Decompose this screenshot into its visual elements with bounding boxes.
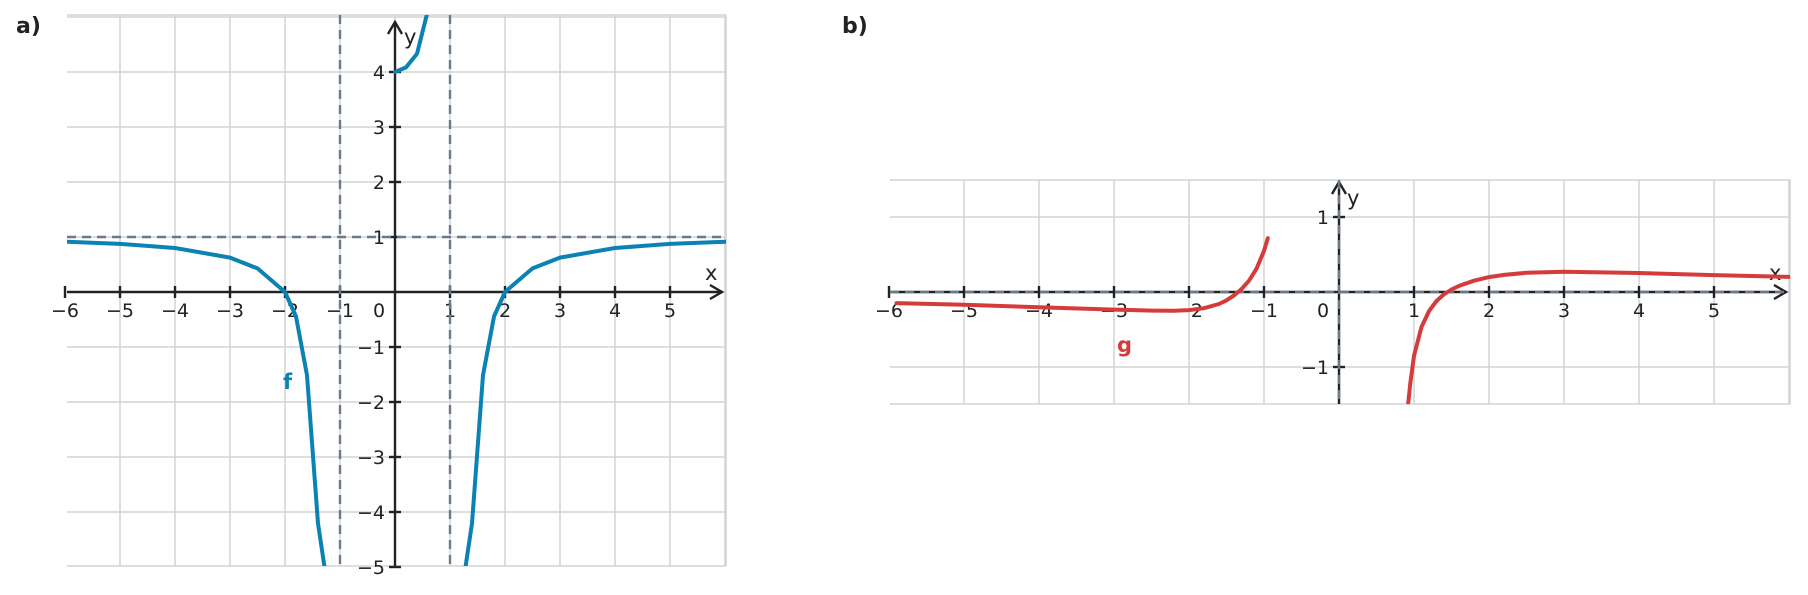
- panel-label: b): [842, 14, 868, 39]
- y-axis-label: y: [404, 25, 416, 49]
- y-tick-label: −1: [357, 337, 385, 359]
- x-tick-label: −6: [875, 300, 903, 322]
- x-tick-label: 5: [1708, 300, 1720, 322]
- x-tick-label: 5: [664, 300, 676, 322]
- x-tick-label: 2: [499, 300, 511, 322]
- x-tick-label: −6: [51, 300, 79, 322]
- y-tick-label: 4: [373, 62, 385, 84]
- x-axis-arrow: [1773, 283, 1789, 301]
- function-curve-f: [67, 239, 327, 566]
- x-tick-label: 1: [444, 300, 456, 322]
- y-axis-arrow: [386, 19, 404, 35]
- x-tick-label: −4: [161, 300, 189, 322]
- x-axis-label: x: [705, 261, 717, 285]
- y-tick-label: 3: [373, 117, 385, 139]
- y-tick-label: −5: [357, 557, 385, 579]
- x-tick-label: −1: [326, 300, 354, 322]
- y-axis-label: y: [1347, 186, 1359, 210]
- x-tick-label: 3: [1558, 300, 1570, 322]
- y-tick-label: 1: [1317, 207, 1329, 229]
- y-tick-label: 1: [373, 227, 385, 249]
- y-tick-label: −4: [357, 502, 385, 524]
- panel-label: a): [16, 14, 41, 39]
- x-tick-label: −1: [1250, 300, 1278, 322]
- function-curve-g: [1406, 269, 1790, 404]
- y-tick-label: −3: [357, 447, 385, 469]
- x-axis-arrow: [709, 283, 725, 301]
- y-tick-label: −2: [357, 392, 385, 414]
- function-label: g: [1117, 333, 1132, 357]
- x-tick-label: −5: [106, 300, 134, 322]
- x-tick-label: −3: [216, 300, 244, 322]
- function-label: f: [283, 370, 293, 394]
- x-tick-label: 0: [373, 300, 385, 322]
- x-tick-label: 0: [1317, 300, 1329, 322]
- function-curve-f: [393, 15, 429, 74]
- y-tick-label: −1: [1301, 357, 1329, 379]
- x-tick-label: 1: [1408, 300, 1420, 322]
- x-tick-label: 4: [609, 300, 621, 322]
- x-axis-label: x: [1769, 261, 1781, 285]
- x-tick-label: −4: [1025, 300, 1053, 322]
- x-tick-label: 4: [1633, 300, 1645, 322]
- function-curve-f: [463, 239, 726, 566]
- x-tick-label: 2: [1483, 300, 1495, 322]
- function-curve-g: [894, 236, 1270, 313]
- x-tick-label: 3: [554, 300, 566, 322]
- y-tick-label: 2: [373, 172, 385, 194]
